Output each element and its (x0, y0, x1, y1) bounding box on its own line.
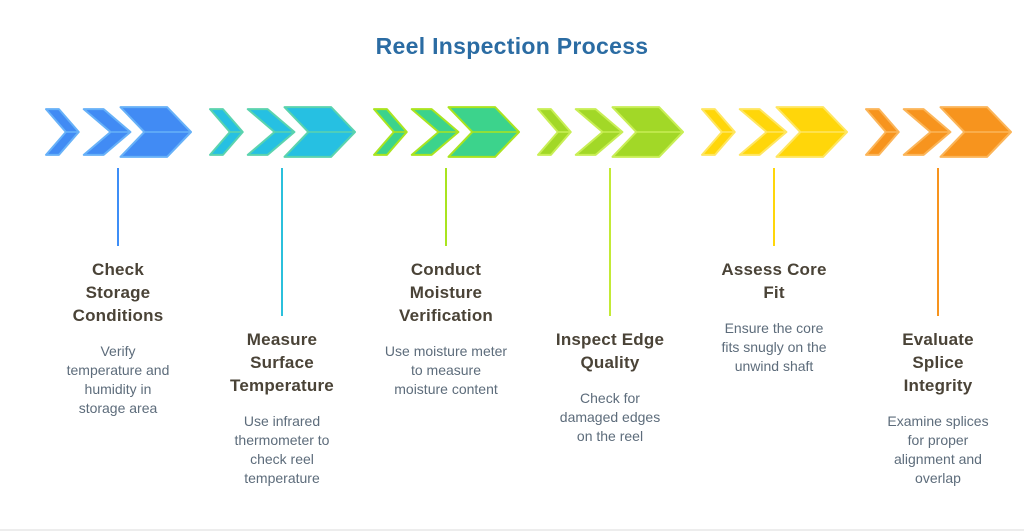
step-column: Evaluate Splice Integrity Examine splice… (856, 106, 1020, 488)
step-title: Inspect Edge Quality (555, 330, 665, 372)
connector-line (117, 168, 119, 246)
chevrons-right-icon (44, 106, 192, 158)
connector-line (773, 168, 775, 246)
step-description: Verify temperature and humidity in stora… (66, 343, 170, 416)
step-title: Evaluate Splice Integrity (902, 330, 974, 395)
step-description: Use infrared thermometer to check reel t… (234, 413, 330, 486)
step-description: Use moisture meter to measure moisture c… (384, 343, 508, 397)
step-column: Check Storage Conditions Verify temperat… (36, 106, 200, 488)
chevrons-right-icon (700, 106, 848, 158)
step-column: Inspect Edge Quality Check for damaged e… (528, 106, 692, 488)
steps-row: Check Storage Conditions Verify temperat… (0, 106, 1024, 488)
page-title: Reel Inspection Process (375, 33, 649, 59)
bottom-border (0, 529, 1024, 531)
chevrons-right-icon (864, 106, 1012, 158)
step-description: Ensure the core fits snugly on the unwin… (721, 320, 827, 374)
connector-line (609, 168, 611, 316)
step-title: Measure Surface Temperature (230, 330, 334, 395)
step-description: Check for damaged edges on the reel (559, 390, 661, 444)
chevrons-right-icon (372, 106, 520, 158)
chevrons-right-icon (536, 106, 684, 158)
chevrons-right-icon (208, 106, 356, 158)
step-description: Examine splices for proper alignment and… (887, 413, 989, 486)
step-title: Conduct Moisture Verification (398, 260, 494, 325)
step-title: Assess Core Fit (721, 260, 827, 302)
step-column: Measure Surface Temperature Use infrared… (200, 106, 364, 488)
connector-line (281, 168, 283, 316)
connector-line (445, 168, 447, 246)
step-title: Check Storage Conditions (72, 260, 164, 325)
connector-line (937, 168, 939, 316)
step-column: Conduct Moisture Verification Use moistu… (364, 106, 528, 488)
step-column: Assess Core Fit Ensure the core fits snu… (692, 106, 856, 488)
